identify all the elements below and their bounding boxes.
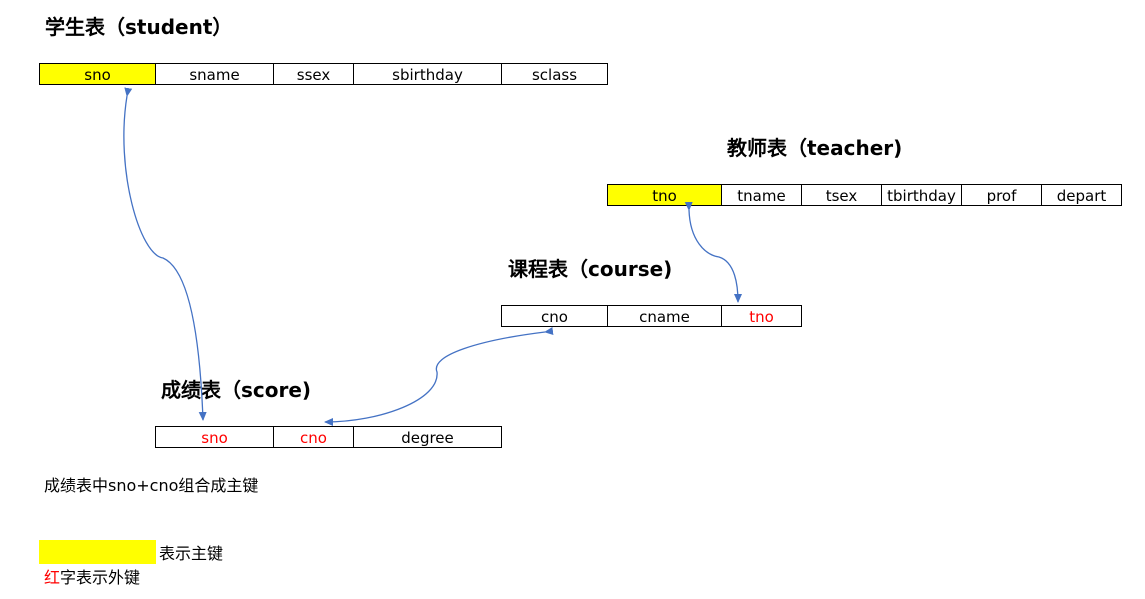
primary-key-legend-swatch — [39, 540, 156, 564]
student-table: sno sname ssex sbirthday sclass — [39, 63, 608, 85]
course-col-tno: tno — [721, 305, 802, 327]
arrow-student-score — [123, 87, 207, 421]
student-table-title: 学生表（student） — [45, 15, 233, 39]
arrow-teacher-course — [684, 201, 742, 303]
student-col-sclass: sclass — [501, 63, 608, 85]
teacher-col-depart: depart — [1041, 184, 1122, 206]
foreign-key-legend: 红字表示外键 — [44, 567, 140, 589]
foreign-key-legend-text: 字表示外键 — [60, 568, 141, 587]
course-table: cno cname tno — [501, 305, 802, 327]
student-col-sno: sno — [39, 63, 156, 85]
primary-key-legend-label: 表示主键 — [159, 544, 224, 563]
teacher-col-tno: tno — [607, 184, 722, 206]
composite-key-note: 成绩表中sno+cno组合成主键 — [44, 476, 259, 495]
arrow-course-score — [324, 327, 554, 426]
score-col-degree: degree — [353, 426, 502, 448]
course-table-title: 课程表（course) — [508, 257, 673, 281]
score-table: sno cno degree — [155, 426, 502, 448]
teacher-table-title: 教师表（teacher) — [727, 136, 903, 160]
teacher-table: tno tname tsex tbirthday prof depart — [607, 184, 1122, 206]
foreign-key-legend-red-char: 红 — [44, 568, 61, 587]
